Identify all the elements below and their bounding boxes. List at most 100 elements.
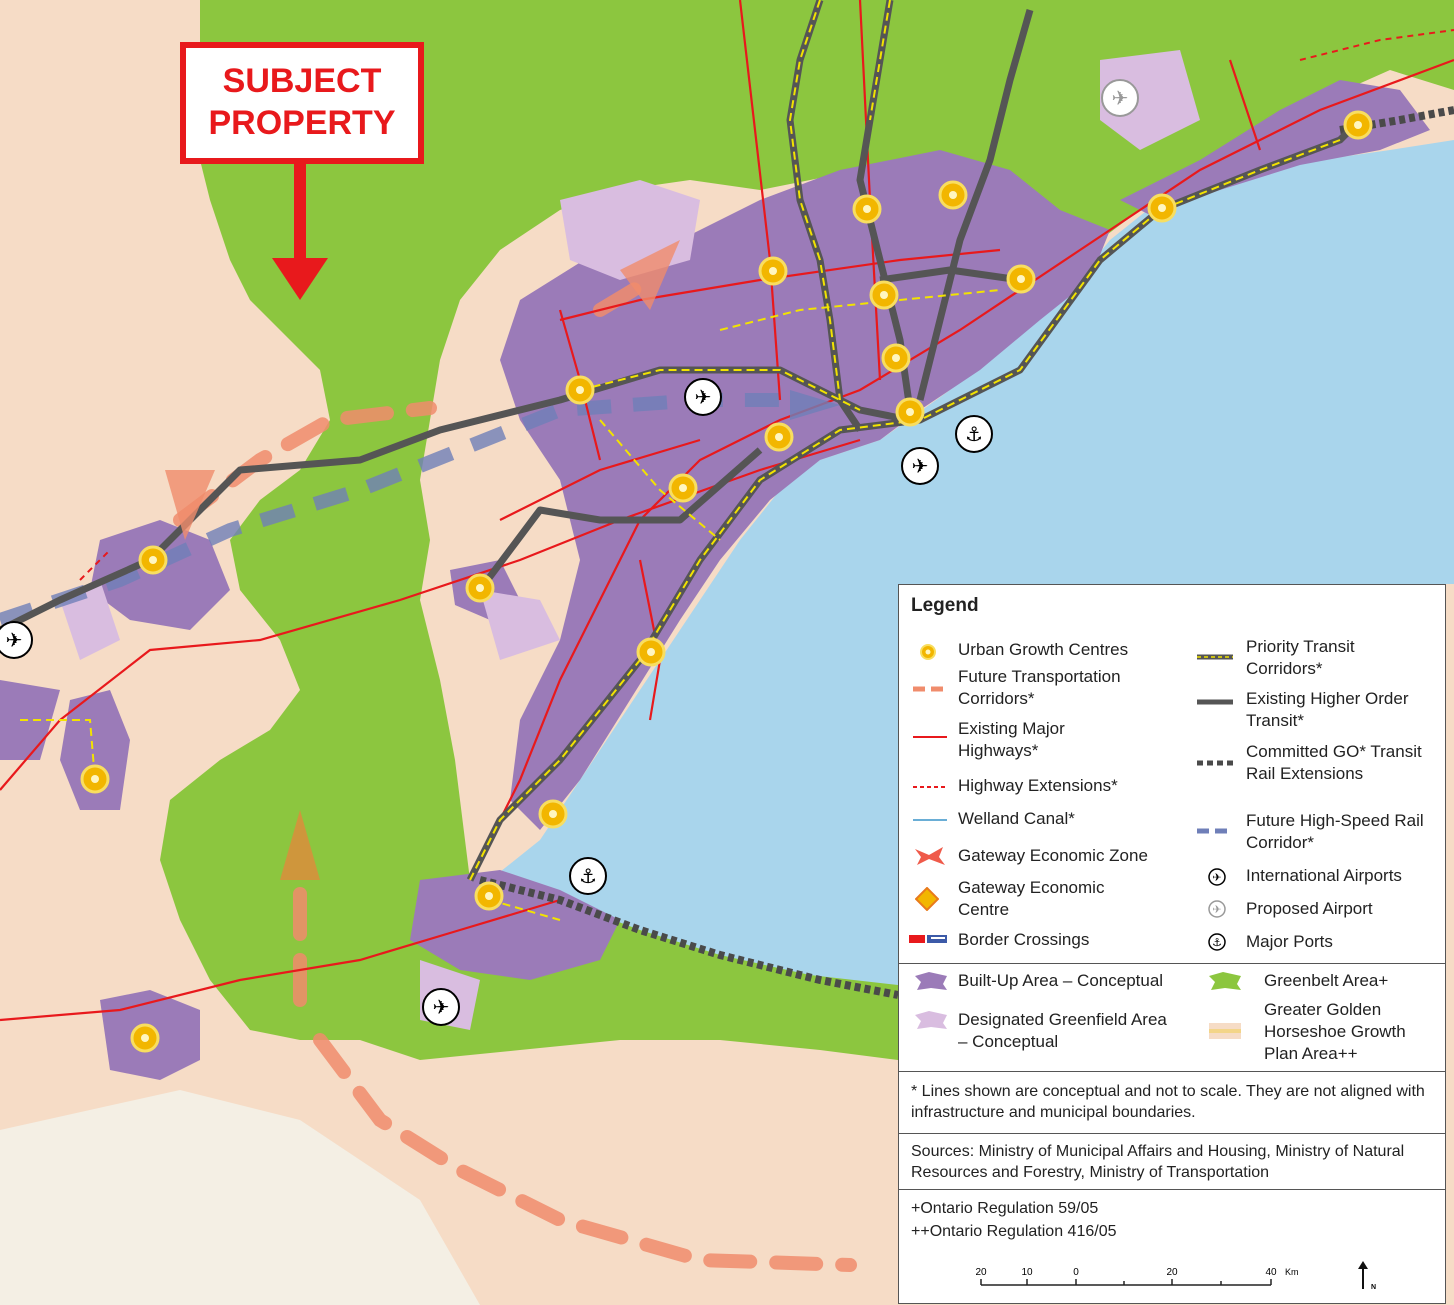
svg-text:⚓: ⚓: [1212, 936, 1222, 949]
gateway-economic-centre-symbol: [915, 887, 939, 911]
legend-item-priority-transit-corridors: Priority Transit Corridors*: [1246, 637, 1355, 678]
international-airport-icon: ✈: [422, 988, 460, 1026]
growth-plan-area-symbol: [1209, 1023, 1241, 1039]
legend-item-urban-growth-centres: Urban Growth Centres: [958, 640, 1129, 659]
gateway-economic-zone-arrow: [280, 810, 320, 880]
legend-item-greenbelt-area: Greenbelt Area+: [1264, 971, 1389, 990]
north-label: N: [1371, 1284, 1376, 1291]
subject-property-arrow: [272, 164, 328, 300]
urban-growth-centre: [758, 256, 788, 286]
greenbelt-area: [160, 0, 1454, 1060]
urban-growth-centres: [80, 110, 1373, 1053]
urban-growth-centre: [465, 573, 495, 603]
legend-divider: [899, 1189, 1445, 1190]
committed-go-extension-symbol: [1197, 760, 1233, 766]
urban-growth-centre: [80, 764, 110, 794]
scale-bar: 20 10 0 20 40 Km: [975, 1267, 1299, 1286]
legend-sources: Sources: Ministry of Municipal Affairs a…: [911, 1143, 1405, 1181]
legend-divider: [899, 1071, 1445, 1072]
scale-unit: Km: [1285, 1267, 1299, 1277]
scale-tick-label: 20: [975, 1267, 987, 1278]
legend-item-existing-major-highways: Existing Major Highways*: [958, 719, 1065, 760]
gateway-economic-zone-symbol: [915, 847, 945, 865]
callout-line-1: SUBJECT: [222, 62, 382, 100]
scale-tick-label: 0: [1073, 1267, 1079, 1278]
legend-item-existing-higher-order-transit: Existing Higher Order Transit*: [1246, 689, 1409, 730]
scale-tick-label: 20: [1166, 1267, 1178, 1278]
svg-text:⚓: ⚓: [579, 864, 597, 888]
international-airport-icon: ✈: [901, 447, 939, 485]
legend-item-high-speed-rail: Future High-Speed Rail Corridor*: [1246, 811, 1424, 852]
border-crossing-symbol: [909, 935, 947, 943]
legend-item-proposed-airport: Proposed Airport: [1246, 899, 1373, 918]
urban-growth-centre: [138, 545, 168, 575]
legend-item-built-up-area: Built-Up Area – Conceptual: [958, 971, 1164, 990]
legend-item-growth-plan-area: Greater Golden Horseshoe Growth Plan Are…: [1264, 1000, 1406, 1063]
international-airport-icon: ✈: [684, 378, 722, 416]
svg-text:✈: ✈: [433, 995, 450, 1019]
legend-note: * Lines shown are conceptual and not to …: [911, 1083, 1425, 1121]
svg-text:✈: ✈: [1212, 871, 1221, 884]
existing-major-highway-symbol: [913, 736, 947, 738]
major-port-icon: ⚓: [569, 857, 607, 895]
existing-higher-order-transit-symbol: [1197, 699, 1233, 705]
svg-text:✈: ✈: [6, 628, 23, 652]
north-arrow-icon: N: [1358, 1261, 1376, 1291]
legend-item-welland-canal: Welland Canal*: [958, 809, 1075, 828]
scale-tick-label: 40: [1265, 1267, 1277, 1278]
urban-growth-centre: [1006, 264, 1036, 294]
urban-growth-centre: [565, 375, 595, 405]
callout-line-2: PROPERTY: [208, 104, 396, 142]
legend-item-highway-extensions: Highway Extensions*: [958, 776, 1118, 795]
urban-growth-centre: [869, 280, 899, 310]
future-transportation-corridors: [173, 273, 857, 1272]
urban-growth-centre: [636, 637, 666, 667]
legend-item-greenfield-area: Designated Greenfield Area – Conceptual: [958, 1010, 1167, 1051]
proposed-airport-icon: ✈: [1101, 79, 1139, 117]
outside-plan-area: [0, 1090, 480, 1305]
urban-growth-centre: [881, 343, 911, 373]
urban-growth-centre: [474, 881, 504, 911]
greenbelt-area-symbol: [1209, 972, 1241, 990]
svg-text:⚓: ⚓: [965, 422, 983, 446]
highway-extensions: [79, 29, 1454, 581]
svg-text:✈: ✈: [912, 454, 929, 478]
legend-panel: Legend Urban Growth Centres Future Trans…: [898, 584, 1446, 1304]
svg-text:✈: ✈: [1212, 903, 1221, 916]
subject-property-callout: SUBJECT PROPERTY: [180, 42, 424, 164]
legend-item-international-airports: International Airports: [1246, 866, 1402, 885]
legend-item-border-crossings: Border Crossings: [958, 930, 1090, 949]
international-airport-icon: ✈: [0, 621, 33, 659]
future-transportation-corridor-symbol: [913, 686, 947, 692]
legend-regulation-1: +Ontario Regulation 59/05: [911, 1200, 1099, 1217]
built-up-area-symbol: [915, 972, 947, 990]
lake-ontario: [490, 140, 1454, 985]
legend-item-committed-go-extensions: Committed GO* Transit Rail Extensions: [1246, 742, 1422, 783]
gateway-economic-zone-arrow: [620, 240, 680, 310]
urban-growth-centre: [668, 473, 698, 503]
urban-growth-centre: [895, 397, 925, 427]
priority-transit-corridor-symbol: [1197, 654, 1233, 660]
gateway-economic-zone-arrow: [790, 390, 840, 420]
proposed-airport-symbol: ✈: [1208, 900, 1226, 918]
priority-transit-corridors: [20, 0, 1341, 921]
urban-growth-centre-symbol: [920, 644, 936, 660]
high-speed-rail-symbol: [1197, 828, 1233, 834]
legend-divider: [899, 1133, 1445, 1134]
legend-title: Legend: [911, 595, 979, 616]
gateway-economic-zone-arrow: [165, 470, 215, 540]
urban-growth-centre: [538, 799, 568, 829]
legend-item-gateway-economic-zone: Gateway Economic Zone: [958, 846, 1148, 865]
urban-growth-centre: [764, 422, 794, 452]
major-port-icon: ⚓: [955, 415, 993, 453]
legend-item-future-transportation-corridors: Future Transportation Corridors*: [958, 667, 1121, 708]
scale-tick-label: 10: [1021, 1267, 1033, 1278]
urban-growth-centre: [938, 180, 968, 210]
legend-item-gateway-economic-centre: Gateway Economic Centre: [958, 878, 1105, 919]
svg-text:✈: ✈: [1112, 86, 1129, 110]
major-port-symbol: ⚓: [1208, 933, 1226, 951]
svg-text:✈: ✈: [695, 385, 712, 409]
highway-extension-symbol: [913, 786, 947, 788]
urban-growth-centre: [1343, 110, 1373, 140]
legend-regulation-2: ++Ontario Regulation 416/05: [911, 1223, 1117, 1240]
